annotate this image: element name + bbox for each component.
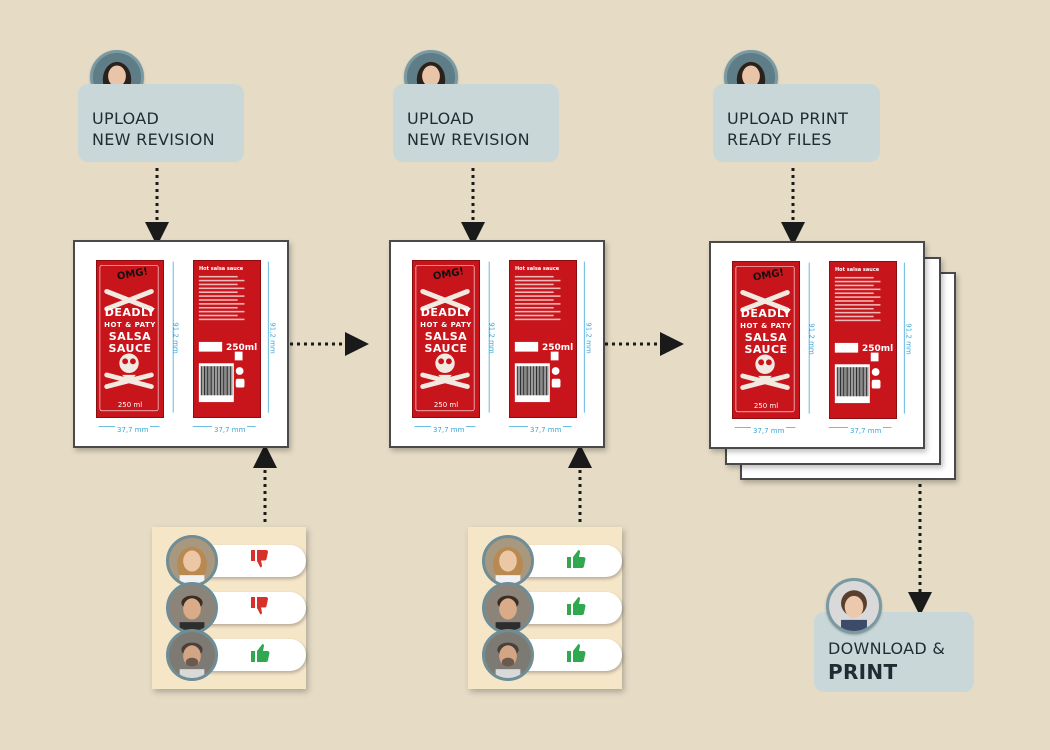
label-title-line: DEADLY (104, 306, 156, 319)
thumbs-up-icon (251, 644, 270, 662)
dimension-height-label: 91,2 mm (807, 323, 816, 355)
label-back-title: Hot salsa sauce (835, 267, 880, 273)
reviewer-avatar (482, 535, 534, 587)
step-line2: READY FILES (727, 130, 832, 149)
thumbs-down-icon (251, 597, 268, 615)
label-back-title: Hot salsa sauce (199, 266, 244, 272)
dimension-lines (414, 261, 585, 427)
step-line1: UPLOAD (92, 109, 160, 128)
thumbs-up-icon (567, 550, 586, 568)
label-back-volume: 250ml (862, 344, 894, 354)
review-panel-2 (468, 527, 622, 689)
dimension-height-label: 91,2 mm (904, 323, 913, 355)
label-title-line: SAUCE (108, 342, 152, 355)
step-line1: UPLOAD (407, 109, 475, 128)
label-volume: 250 ml (753, 402, 779, 410)
step-line1: UPLOAD PRINT (727, 109, 849, 128)
step-upload-revision-2: UPLOAD NEW REVISION (393, 84, 559, 162)
dimension-width-label: 37,7 mm (115, 426, 151, 434)
label-front-artwork (735, 265, 795, 413)
dimension-height-label: 91,2 mm (171, 322, 180, 354)
review-row (166, 535, 306, 587)
label-front-artwork (99, 264, 159, 412)
reviewer-avatar (482, 582, 534, 634)
label-back-volume: 250ml (226, 343, 258, 353)
dimension-lines (98, 261, 269, 427)
label-title-line: SALSA (424, 330, 468, 343)
label-back: Hot salsa sauce 250ml (193, 260, 261, 418)
review-row (482, 629, 622, 681)
reviewer-avatar (166, 535, 218, 587)
label-title-line: HOT & PATY (104, 321, 156, 329)
label-back: Hot salsa sauce 250ml (509, 260, 577, 418)
label-title-line: SALSA (744, 331, 788, 344)
label-title-line: HOT & PATY (740, 322, 792, 330)
label-title-line: DEADLY (420, 306, 472, 319)
step-upload-print-ready: UPLOAD PRINT READY FILES (713, 84, 880, 162)
dimension-width-label: 37,7 mm (212, 426, 248, 434)
dimension-lines (734, 262, 905, 428)
thumbs-up-icon (567, 644, 586, 662)
dimension-width-label: 37,7 mm (431, 426, 467, 434)
dimension-width-label: 37,7 mm (751, 427, 787, 435)
review-row (482, 582, 622, 634)
step-upload-revision-1: UPLOAD NEW REVISION (78, 84, 244, 162)
reviewer-avatar (166, 582, 218, 634)
step-line2: NEW REVISION (92, 130, 215, 149)
review-row (166, 582, 306, 634)
label-title-line: DEADLY (740, 307, 792, 320)
dimension-width-label: 37,7 mm (528, 426, 564, 434)
dimension-width-label: 37,7 mm (848, 427, 884, 435)
label-back-volume: 250ml (542, 343, 574, 353)
label-back-artwork (834, 276, 881, 404)
thumbs-up-icon (567, 597, 586, 615)
thumbs-down-icon (251, 550, 268, 568)
dimension-height-label: 91,2 mm (487, 322, 496, 354)
reviewer-avatar (482, 629, 534, 681)
reviewer-avatar (166, 629, 218, 681)
label-title-line: SALSA (108, 330, 152, 343)
label-back-title: Hot salsa sauce (515, 266, 560, 272)
step-line1: DOWNLOAD & (828, 639, 946, 658)
dimension-height-label: 91,2 mm (584, 322, 593, 354)
step-line2: NEW REVISION (407, 130, 530, 149)
label-front-artwork (415, 264, 475, 412)
step-line2: PRINT (828, 660, 898, 684)
label-title-line: HOT & PATY (420, 321, 472, 329)
label-volume: 250 ml (117, 401, 143, 409)
dimension-height-label: 91,2 mm (268, 322, 277, 354)
label-back-artwork (198, 275, 245, 403)
label-title-line: SAUCE (424, 342, 468, 355)
label-title-line: SAUCE (744, 343, 788, 356)
step-download-print: DOWNLOAD & PRINT (814, 612, 974, 692)
label-volume: 250 ml (433, 401, 459, 409)
review-panel-1 (152, 527, 306, 689)
review-row (482, 535, 622, 587)
label-back: Hot salsa sauce 250ml (829, 261, 897, 419)
printer-avatar (826, 578, 882, 634)
label-back-artwork (514, 275, 561, 403)
review-row (166, 629, 306, 681)
